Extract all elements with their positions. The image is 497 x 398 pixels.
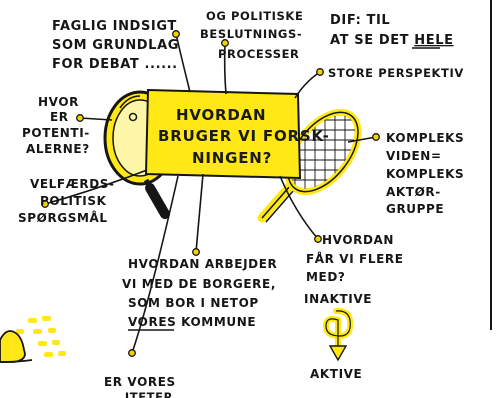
svg-text:VELFÆRDS-: VELFÆRDS- [30, 177, 115, 191]
svg-text:MED?: MED? [306, 270, 345, 284]
svg-text:HVORDAN: HVORDAN [322, 233, 394, 247]
svg-text:...ITETER...: ...ITETER... [110, 390, 188, 398]
connectors [44, 33, 377, 354]
svg-text:POLITISK: POLITISK [40, 194, 107, 208]
svg-text:VI MED DE BORGERE,: VI MED DE BORGERE, [122, 277, 276, 291]
svg-text:FAGLIG INDSIGT: FAGLIG INDSIGT [52, 19, 177, 34]
svg-text:INAKTIVE: INAKTIVE [304, 292, 372, 306]
svg-text:OG POLITISKE: OG POLITISKE [206, 9, 303, 23]
svg-text:DIF: TIL: DIF: TIL [330, 13, 390, 28]
svg-text:HVORDAN ARBEJDER: HVORDAN ARBEJDER [128, 257, 277, 271]
note-politiske-processer: OG POLITISKE BESLUTNINGS- PROCESSER [200, 9, 303, 61]
note-kompleks-viden: KOMPLEKS VIDEN= KOMPLEKS AKTØR- GRUPPE [386, 131, 464, 216]
svg-text:ER: ER [50, 110, 69, 124]
svg-text:KOMPLEKS: KOMPLEKS [386, 131, 464, 145]
svg-text:FOR DEBAT ......: FOR DEBAT ...... [52, 57, 178, 72]
center-question-box: HVORDAN BRUGER VI FORSK- NINGEN? [144, 88, 330, 180]
svg-text:PROCESSER: PROCESSER [218, 47, 300, 61]
svg-text:ER VORES: ER VORES [104, 375, 176, 389]
svg-text:AT SE DET HELE: AT SE DET HELE [330, 33, 454, 48]
svg-text:KOMPLEKS: KOMPLEKS [386, 167, 464, 181]
note-flere-med: HVORDAN FÅR VI FLERE MED? INAKTIVE AKTIV… [304, 233, 404, 381]
svg-text:AKTØR-: AKTØR- [386, 185, 441, 199]
note-potentialer: HVOR ER POTENTI- ALERNE? [22, 95, 90, 156]
svg-text:VIDEN=: VIDEN= [386, 149, 442, 163]
center-line-3: NINGEN? [192, 149, 272, 167]
note-er-vores: ER VORES ...ITETER... [104, 375, 188, 398]
note-faglig-indsigt: FAGLIG INDSIGT SOM GRUNDLAG FOR DEBAT ..… [52, 19, 179, 72]
arrow-icon [322, 307, 354, 362]
svg-text:AKTIVE: AKTIVE [310, 367, 362, 381]
note-arbejder-med-borgere: HVORDAN ARBEJDER VI MED DE BORGERE, SOM … [122, 257, 277, 331]
emphasis-vores: VORES [128, 315, 176, 329]
svg-text:SPØRGSMÅL: SPØRGSMÅL [18, 210, 108, 225]
center-line-2: BRUGER VI FORSK- [158, 127, 330, 145]
emphasis-hele: HELE [414, 33, 453, 48]
bullet-dots [41, 30, 380, 357]
svg-text:SOM BOR I NETOP: SOM BOR I NETOP [128, 296, 259, 310]
note-dif-perspektiv: DIF: TIL AT SE DET HELE STORE PERSPEKTIV [328, 13, 464, 80]
svg-text:STORE PERSPEKTIV: STORE PERSPEKTIV [328, 66, 464, 80]
svg-text:HVOR: HVOR [38, 95, 79, 109]
center-line-1: HVORDAN [176, 106, 266, 124]
svg-text:SOM GRUNDLAG: SOM GRUNDLAG [52, 38, 179, 53]
svg-text:FÅR VI FLERE: FÅR VI FLERE [306, 251, 404, 266]
svg-text:BESLUTNINGS-: BESLUTNINGS- [200, 27, 302, 41]
svg-text:VORES KOMMUNE: VORES KOMMUNE [128, 315, 256, 329]
svg-text:POTENTI-: POTENTI- [22, 126, 90, 140]
svg-text:ALERNE?: ALERNE? [26, 142, 90, 156]
svg-text:GRUPPE: GRUPPE [386, 202, 444, 216]
note-velfaerdspolitisk: VELFÆRDS- POLITISK SPØRGSMÅL [18, 177, 115, 225]
hat-icon [0, 316, 66, 363]
